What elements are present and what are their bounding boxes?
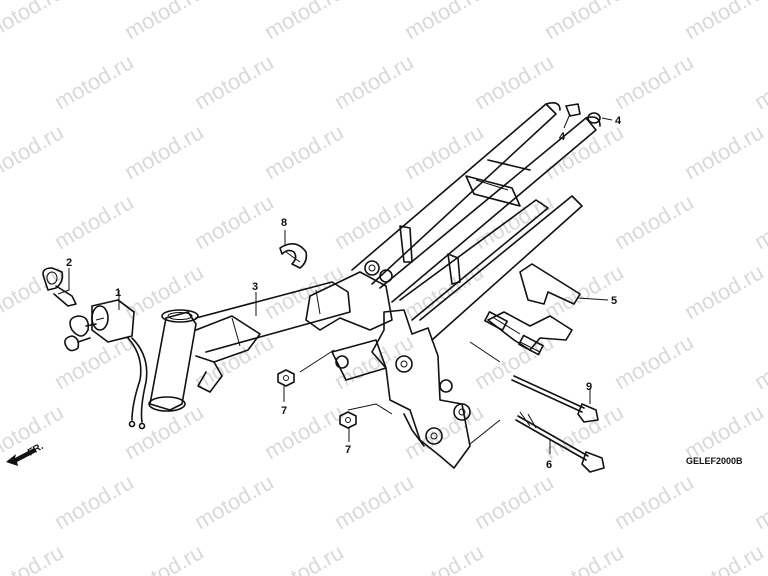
callout-labels: 1 2 3 4 4 5 6 7 7 8 9 — [66, 115, 622, 471]
callout-label: 4 — [615, 115, 622, 127]
watermark-text: motod.ru — [0, 0, 68, 44]
watermark-text: motod.ru — [610, 49, 698, 114]
watermark-text: motod.ru — [260, 259, 348, 324]
watermark-text: motod.ru — [0, 119, 68, 184]
end-caps — [565, 103, 601, 124]
watermark-text: motod.ru — [680, 119, 768, 184]
callout-label: 7 — [345, 444, 351, 456]
watermark-text: motod.ru — [190, 189, 278, 254]
watermark-text: motod.ru — [50, 469, 138, 534]
watermark-text: motod.ru — [330, 49, 418, 114]
callout-label: 4 — [559, 131, 566, 143]
watermark-text: motod.ru — [50, 189, 138, 254]
callout-label: 1 — [115, 287, 121, 299]
watermark-text: motod.ru — [540, 399, 628, 464]
callout-label: 3 — [252, 281, 258, 293]
watermark-text: motod.ru — [400, 0, 488, 44]
watermark-text: motod.ru — [190, 49, 278, 114]
callout-label: 6 — [546, 459, 552, 471]
watermark-text: motod.ru — [470, 469, 558, 534]
diagram-code: GELEF2000B — [686, 456, 743, 466]
watermark-text: motod.ru — [750, 189, 768, 254]
nuts — [277, 369, 357, 429]
watermark-text: motod.ru — [120, 119, 208, 184]
watermark-text: motod.ru — [750, 469, 768, 534]
watermark-text: motod.ru — [750, 329, 768, 394]
watermark-text: motod.ru — [610, 189, 698, 254]
watermark-text: motod.ru — [190, 329, 278, 394]
watermark-text: motod.ru — [610, 469, 698, 534]
watermark-text: motod.ru — [330, 189, 418, 254]
frame-body — [148, 102, 601, 469]
callout-label: 5 — [611, 295, 617, 307]
front-arrow-icon — [6, 448, 36, 466]
watermark-text: motod.ru — [540, 119, 628, 184]
watermark-text: motod.ru — [680, 0, 768, 44]
callout-label: 9 — [586, 381, 592, 393]
watermark-text: motod.ru — [260, 119, 348, 184]
watermark-text: motod.ru — [260, 399, 348, 464]
watermark-text: motod.ru — [680, 259, 768, 324]
watermark-text: motod.ru — [260, 539, 348, 576]
watermark-text: motod.ru — [120, 539, 208, 576]
front-label: FR. — [26, 441, 46, 459]
watermark-text: motod.ru — [330, 329, 418, 394]
mount-bracket — [484, 263, 581, 356]
ignition-cover — [42, 267, 77, 307]
watermark-text: motod.ru — [260, 0, 348, 44]
watermark-text: motod.ru — [400, 539, 488, 576]
watermark-text: motod.ru — [0, 539, 68, 576]
bolts — [511, 375, 605, 473]
watermark-text: motod.ru — [680, 399, 768, 464]
watermark-text: motod.ru — [540, 539, 628, 576]
watermark-text: motod.ru — [190, 469, 278, 534]
callout-label: 2 — [66, 257, 72, 269]
leader-lines — [57, 113, 613, 454]
callout-label: 7 — [281, 405, 287, 417]
watermark-text: motod.ru — [50, 49, 138, 114]
watermark-text: motod.ru — [400, 119, 488, 184]
callout-label: 8 — [281, 217, 287, 229]
clip — [279, 243, 308, 269]
watermark-text: motod.ru — [330, 469, 418, 534]
watermark-text: motod.ru — [50, 329, 138, 394]
watermark-text: motod.ru — [610, 329, 698, 394]
watermark-text: motod.ru — [540, 0, 628, 44]
watermark-text: motod.ru — [0, 259, 68, 324]
watermark-text: motod.ru — [750, 49, 768, 114]
watermark-text: motod.ru — [120, 0, 208, 44]
assembly-guide-lines — [299, 341, 501, 445]
watermark-text: motod.ru — [540, 259, 628, 324]
ignition-switch — [64, 299, 148, 430]
watermark-text: motod.ru — [680, 539, 768, 576]
